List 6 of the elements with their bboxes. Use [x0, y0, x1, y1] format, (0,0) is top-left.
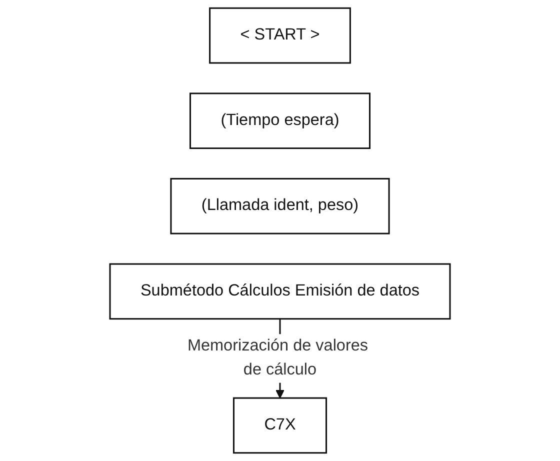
node-box: (Llamada ident, peso) — [170, 178, 390, 234]
node-box: Submétodo Cálculos Emisión de datos — [109, 263, 451, 320]
node-box: C7X — [232, 397, 328, 454]
node-box: (Tiempo espera) — [189, 92, 371, 150]
edge-label: Memorización de valores de cálculo — [187, 337, 368, 379]
node-box: < START > — [209, 7, 351, 64]
